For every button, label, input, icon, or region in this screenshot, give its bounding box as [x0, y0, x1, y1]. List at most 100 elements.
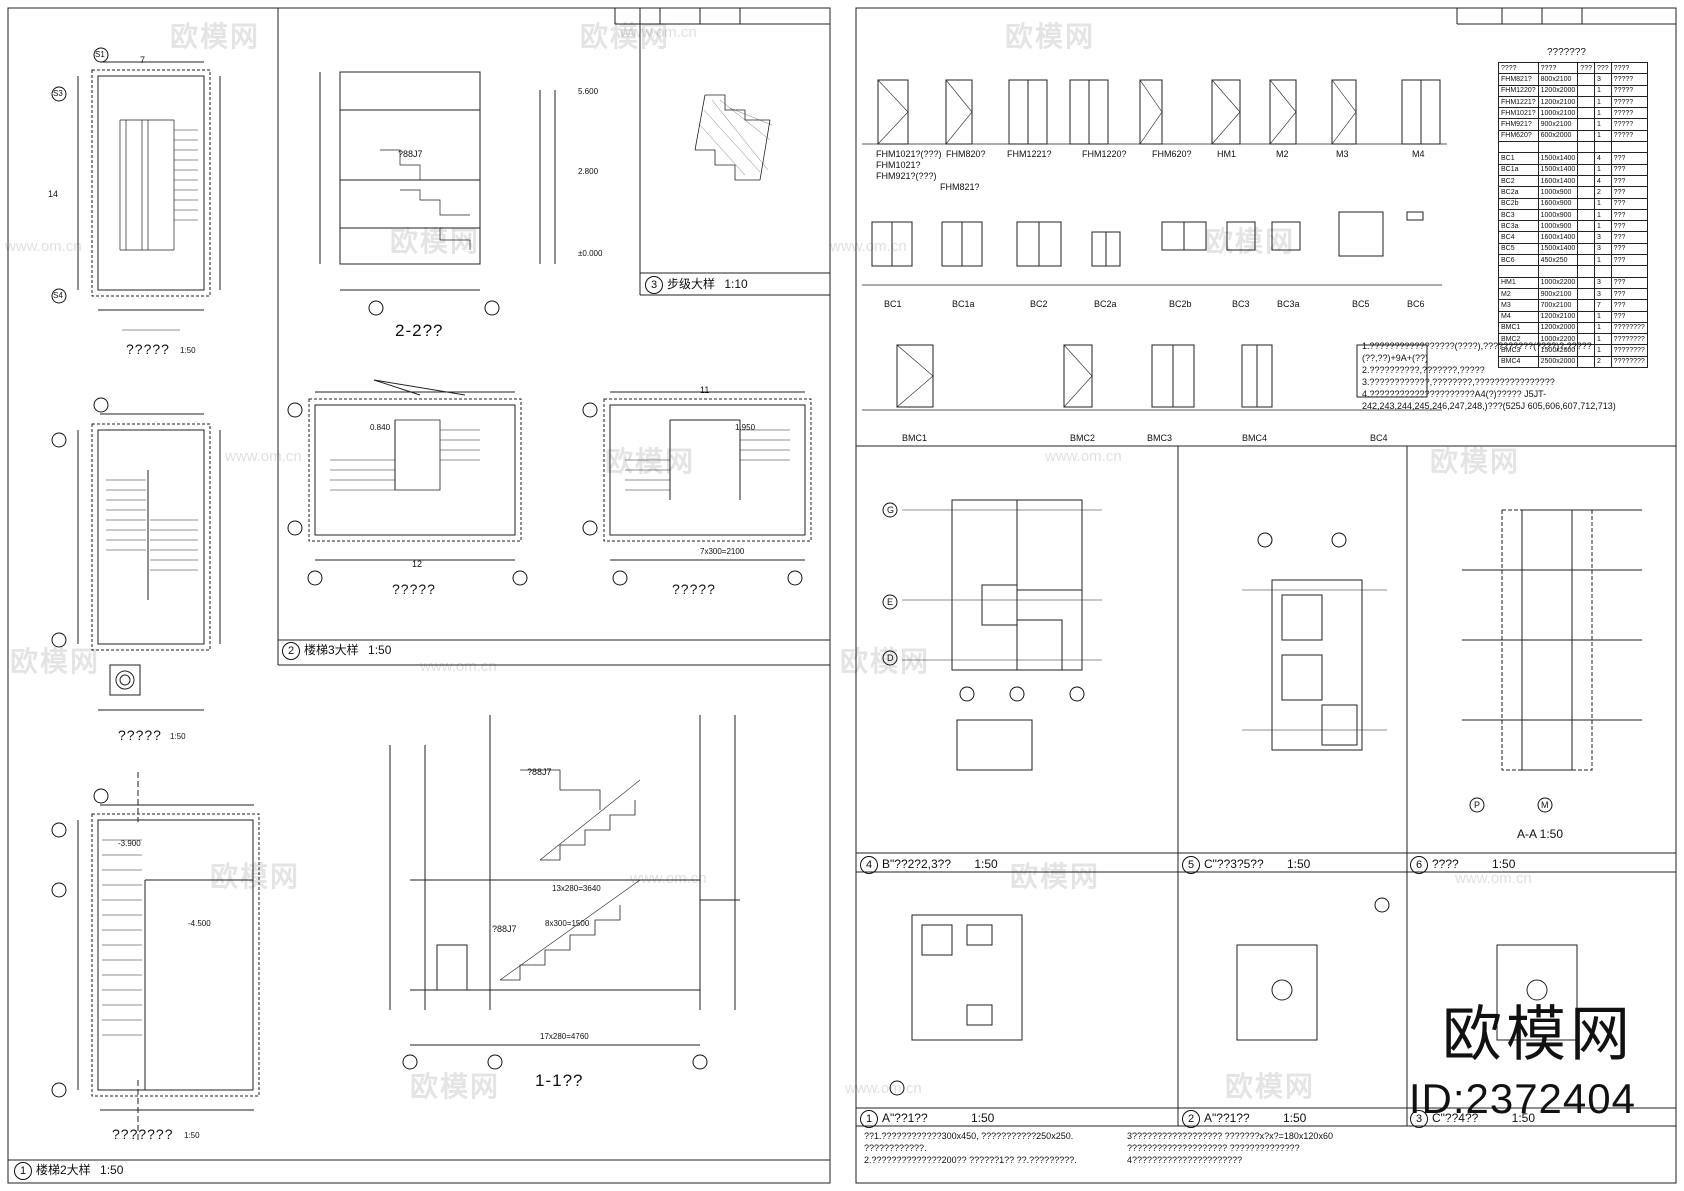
door-label-fhm1220: FHM1220? [1082, 149, 1127, 159]
right-drawing-sheet: FHM1021?(???) FHM1021? FHM921?(???) FHM8… [842, 0, 1684, 1191]
schedule-cell [1577, 310, 1595, 323]
schedule-cell: 1600x1400 [1537, 231, 1579, 244]
schedule-cell: BC1 [1498, 152, 1539, 165]
schedule-cell: ???? [1610, 61, 1648, 75]
schedule-cell: ??? [1610, 287, 1648, 301]
schedule-cell: 1200x2100 [1537, 310, 1579, 323]
schedule-cell: 1 [1593, 84, 1612, 97]
detail2-scale: 1:50 [368, 643, 392, 657]
watermark-url: www.om.cn [630, 870, 707, 887]
watermark-logo: 欧模网 [840, 646, 931, 677]
schedule-note: 2.??????????,???????,????? [1362, 365, 1485, 375]
schedule-cell: 450x250 [1537, 254, 1579, 267]
window-label-bc2a: BC2a [1094, 299, 1117, 309]
grid-label-e: E [887, 597, 894, 607]
grid-label-s1: S1 [95, 50, 105, 59]
schedule-cell: ????? [1610, 84, 1648, 97]
schedule-cell [1537, 265, 1579, 278]
door-label-bmc2: BMC2 [1070, 433, 1096, 443]
bottom-notes-right: 3?????????????????? ???????x?x?=180x120x… [1127, 1130, 1387, 1166]
detail1-scale: 1:50 [100, 1163, 124, 1177]
schedule-cell: ??? [1610, 231, 1648, 244]
tag-88j7-b: ?88J7 [527, 767, 552, 777]
schedule-cell: 1200x2000 [1537, 321, 1579, 335]
schedule-cell: ???? [1498, 61, 1539, 75]
schedule-cell [1577, 220, 1595, 233]
schedule-cell: 1500x1400 [1537, 152, 1579, 165]
schedule-cell: 4 [1593, 152, 1612, 165]
dim-12: 12 [412, 559, 423, 569]
schedule-cell: ???????? [1610, 355, 1648, 369]
dim-7x300: 7x300=2100 [700, 547, 745, 556]
dim-13x280: 13x280=3640 [552, 884, 601, 893]
schedule-cell: 3 [1593, 242, 1612, 256]
schedule-cell: ??? [1610, 254, 1648, 267]
schedule-cell: 1500x1400 [1537, 242, 1579, 256]
door-label-fhm921: FHM921?(???) [876, 171, 937, 181]
schedule-cell [1577, 174, 1595, 188]
detail-title-text: ???? [1432, 857, 1459, 871]
schedule-cell: 1200x2100 [1537, 95, 1579, 109]
plan-title-1: ????? [126, 341, 170, 357]
detail2-number: 2 [282, 642, 300, 660]
schedule-notes: 1.?????????????????(????),??????????(???… [1362, 340, 1616, 412]
watermark-url: www.om.cn [5, 238, 82, 255]
schedule-cell: ??? [1610, 310, 1648, 323]
detail-title-text: B"??2?2,3?? [882, 857, 951, 871]
schedule-cell: 1000x900 [1537, 220, 1579, 233]
plan-scale-2: 1:50 [170, 732, 186, 741]
schedule-cell: ??? [1610, 186, 1648, 199]
schedule-cell: 1 [1593, 95, 1612, 109]
schedule-cell: 1000x2200 [1537, 276, 1579, 289]
detail-title-text: A"??1?? [1204, 1111, 1250, 1125]
elev-5600: 5.600 [578, 87, 599, 96]
tag-88j7-c: ?88J7 [492, 924, 517, 934]
elev-m4500: -4.500 [188, 919, 211, 928]
schedule-cell: ??? [1593, 61, 1612, 75]
grid-label-p: P [1474, 800, 1481, 810]
detail-title-text: A"??1?? [882, 1111, 928, 1125]
schedule-cell: FHM1220? [1498, 84, 1539, 97]
grid-label-s3: S3 [53, 89, 63, 98]
elev-m3900: -3.900 [118, 839, 141, 848]
watermark-logo: 欧模网 [580, 21, 671, 52]
elev-2800: 2.800 [578, 167, 599, 176]
detail-scale: 1:50 [1511, 1111, 1535, 1125]
schedule-cell: HM1 [1498, 276, 1539, 289]
schedule-cell: BC3a [1498, 220, 1539, 233]
schedule-cell [1593, 141, 1612, 154]
door-label-fhm1021b: FHM1021? [876, 160, 921, 170]
schedule-cell: ??? [1610, 208, 1648, 222]
bottom-note: 4?????????????????????? [1127, 1155, 1243, 1165]
schedule-cell: 1 [1593, 129, 1612, 143]
schedule-note: 242,243,244,245,246,247,248,)???(525J 60… [1362, 401, 1616, 411]
schedule-cell: 1200x2000 [1537, 84, 1579, 97]
schedule-cell [1577, 287, 1595, 301]
schedule-cell [1577, 152, 1595, 165]
left-sheet-linework [7, 7, 831, 1184]
watermark-logo: 欧模网 [170, 21, 261, 52]
schedule-cell: BC5 [1498, 242, 1539, 256]
schedule-cell: M3 [1498, 299, 1539, 312]
watermark-logo: 欧模网 [1010, 861, 1101, 892]
section-2-2-title: 2-2?? [395, 321, 444, 340]
schedule-cell: 1000x900 [1537, 186, 1579, 199]
schedule-cell: BC2b [1498, 197, 1539, 210]
schedule-cell: 1 [1593, 321, 1612, 335]
schedule-cell: FHM921? [1498, 118, 1539, 131]
watermark-url: www.om.cn [620, 24, 697, 41]
schedule-cell: ??? [1577, 61, 1595, 75]
schedule-cell: ??? [1610, 276, 1648, 289]
detail-scale: 1:50 [970, 1111, 995, 1125]
